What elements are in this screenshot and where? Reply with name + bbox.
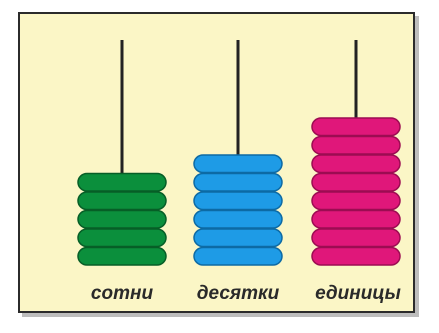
bead-ones [311, 154, 401, 174]
bead-hundreds [77, 191, 167, 211]
bead-hundreds [77, 209, 167, 229]
bead-tens [193, 154, 283, 174]
bead-hundreds [77, 246, 167, 266]
rod-label-hundreds: сотни [90, 283, 154, 304]
bead-tens [193, 209, 283, 229]
bead-tens [193, 228, 283, 248]
bead-tens [193, 172, 283, 192]
bead-ones [311, 135, 401, 155]
bead-ones [311, 172, 401, 192]
bead-tens [193, 191, 283, 211]
bead-tens [193, 246, 283, 266]
bead-ones [311, 117, 401, 137]
bead-ones [311, 209, 401, 229]
bead-hundreds [77, 228, 167, 248]
bead-hundreds [77, 172, 167, 192]
rod-label-ones: единицы [315, 283, 401, 304]
bead-ones [311, 246, 401, 266]
bead-ones [311, 228, 401, 248]
rod-label-tens: десятки [196, 283, 280, 304]
bead-ones [311, 191, 401, 211]
